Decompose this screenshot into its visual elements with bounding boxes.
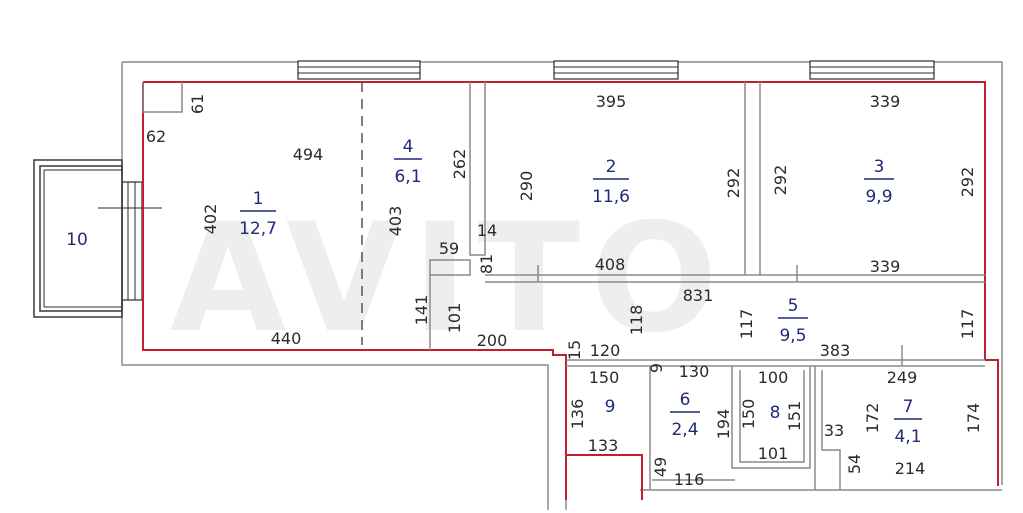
- dim-62: 62: [146, 127, 166, 146]
- room-10-label: 10: [66, 230, 88, 250]
- dim-151: 151: [785, 401, 804, 432]
- dim-395: 395: [596, 92, 627, 111]
- dim-214: 214: [895, 459, 926, 478]
- dim-831: 831: [683, 286, 714, 305]
- svg-text:7: 7: [903, 397, 914, 417]
- dim-383: 383: [820, 341, 851, 360]
- dim-117-center: 117: [737, 309, 756, 340]
- room-8-label: 8: [770, 403, 781, 423]
- dim-133: 133: [588, 436, 619, 455]
- dim-150-v: 150: [739, 399, 758, 430]
- svg-text:4,1: 4,1: [894, 427, 921, 447]
- room-4-label: 4 6,1: [394, 137, 422, 187]
- dim-292-room3-left: 292: [771, 165, 790, 196]
- dim-408: 408: [595, 255, 626, 274]
- dim-440: 440: [271, 329, 302, 348]
- window-top-2: [553, 60, 679, 80]
- room-2-label: 2 11,6: [592, 157, 630, 207]
- dim-54: 54: [845, 454, 864, 474]
- dim-130: 130: [679, 362, 710, 381]
- svg-text:11,6: 11,6: [592, 187, 630, 207]
- dim-249: 249: [887, 368, 918, 387]
- room-6-label: 6 2,4: [670, 390, 700, 440]
- dim-116: 116: [674, 470, 705, 489]
- dim-49: 49: [651, 457, 670, 477]
- watermark-text: AVITO: [170, 192, 728, 366]
- dim-59: 59: [439, 239, 459, 258]
- dim-402: 402: [201, 204, 220, 235]
- svg-text:3: 3: [874, 157, 885, 177]
- dim-150-h: 150: [589, 368, 620, 387]
- room-5-label: 5 9,5: [778, 296, 808, 346]
- dim-339-bottom: 339: [870, 257, 901, 276]
- dim-120: 120: [590, 341, 621, 360]
- window-top-3: [809, 60, 935, 80]
- dim-117-right: 117: [958, 309, 977, 340]
- dim-262: 262: [450, 149, 469, 180]
- room-1-label: 1 12,7: [239, 189, 277, 239]
- svg-text:1: 1: [253, 189, 264, 209]
- svg-text:12,7: 12,7: [239, 219, 277, 239]
- dim-172: 172: [863, 403, 882, 434]
- dim-200: 200: [477, 331, 508, 350]
- dim-14: 14: [477, 221, 497, 240]
- balcony: [33, 159, 123, 318]
- svg-text:6: 6: [680, 390, 691, 410]
- dim-100: 100: [758, 368, 789, 387]
- room-3-label: 3 9,9: [864, 157, 894, 207]
- dimension-labels: 62 494 440 59 395 408 339 339 831 200 12…: [146, 92, 983, 489]
- dim-33: 33: [824, 421, 844, 440]
- dim-290: 290: [517, 171, 536, 202]
- dim-15: 15: [565, 340, 584, 360]
- dim-494: 494: [293, 145, 324, 164]
- svg-text:4: 4: [403, 137, 414, 157]
- dim-339-top: 339: [870, 92, 901, 111]
- dim-101-left: 101: [445, 303, 464, 334]
- dim-292-room3-right: 292: [958, 167, 977, 198]
- dim-9: 9: [647, 363, 666, 373]
- window-top-1: [297, 60, 421, 80]
- dim-403: 403: [386, 206, 405, 237]
- dim-101-bottom: 101: [758, 444, 789, 463]
- svg-text:9,9: 9,9: [865, 187, 892, 207]
- dim-136: 136: [568, 399, 587, 430]
- dim-174: 174: [964, 403, 983, 434]
- dim-81: 81: [477, 254, 496, 274]
- svg-text:6,1: 6,1: [394, 167, 421, 187]
- interior-walls: [142, 82, 985, 490]
- dim-194: 194: [714, 409, 733, 440]
- apartment-boundary: [142, 81, 999, 500]
- room-7-label: 7 4,1: [894, 397, 922, 447]
- svg-text:2,4: 2,4: [671, 420, 698, 440]
- svg-text:2: 2: [606, 157, 617, 177]
- balcony-door: [98, 181, 162, 301]
- svg-text:5: 5: [788, 296, 799, 316]
- svg-text:9,5: 9,5: [779, 326, 806, 346]
- room-9-label: 9: [605, 397, 616, 417]
- dim-61: 61: [188, 94, 207, 114]
- dim-118: 118: [627, 305, 646, 336]
- dim-292-room2: 292: [724, 168, 743, 199]
- dim-141: 141: [412, 295, 431, 326]
